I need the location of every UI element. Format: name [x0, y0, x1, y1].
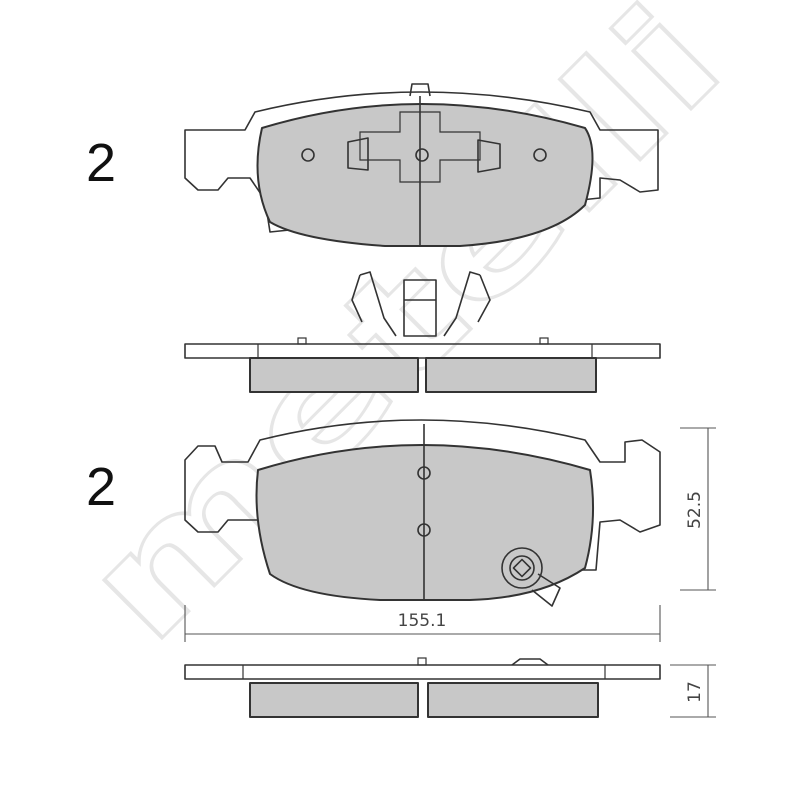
bottom-pad-front-view [184, 419, 661, 607]
top-clip-outline [359, 111, 481, 183]
dimension-width: 155.1 [184, 605, 661, 642]
spring-clip [351, 271, 491, 337]
dimension-thickness: 17 [670, 664, 716, 718]
bottom-backing-plate [184, 419, 661, 571]
top-pad-front-view [184, 83, 659, 247]
dimension-height: 52.5 [680, 427, 716, 591]
top-friction-pad [256, 103, 594, 247]
quantity-label-top: 2 [86, 133, 117, 193]
top-clip-right [477, 139, 501, 173]
bottom-side-plate [184, 664, 661, 680]
wear-sensor [501, 547, 561, 607]
top-side-pad-left [249, 357, 419, 393]
bottom-hole-upper [417, 466, 431, 480]
bottom-hole-lower [417, 523, 431, 537]
dimension-height-label: 52.5 [685, 491, 705, 529]
bottom-side-pad-right [427, 682, 599, 718]
top-tab [409, 83, 431, 97]
bottom-side-sensor [511, 658, 549, 666]
top-hole-center [415, 148, 429, 162]
top-hole-right [533, 148, 547, 162]
top-clip-left [347, 137, 369, 171]
dimension-thickness-label: 17 [685, 681, 705, 703]
top-side-pin-right [539, 337, 549, 345]
bottom-pad-side-view [184, 657, 661, 718]
top-side-pin-left [297, 337, 307, 345]
dimension-width-label: 155.1 [398, 611, 447, 631]
top-pad-side-view [184, 271, 661, 393]
bottom-side-pad-left [249, 682, 419, 718]
top-side-plate [184, 343, 661, 359]
quantity-label-bottom: 2 [86, 457, 117, 517]
top-hole-left [301, 148, 315, 162]
bottom-side-pin [417, 657, 427, 666]
top-side-pad-right [425, 357, 597, 393]
